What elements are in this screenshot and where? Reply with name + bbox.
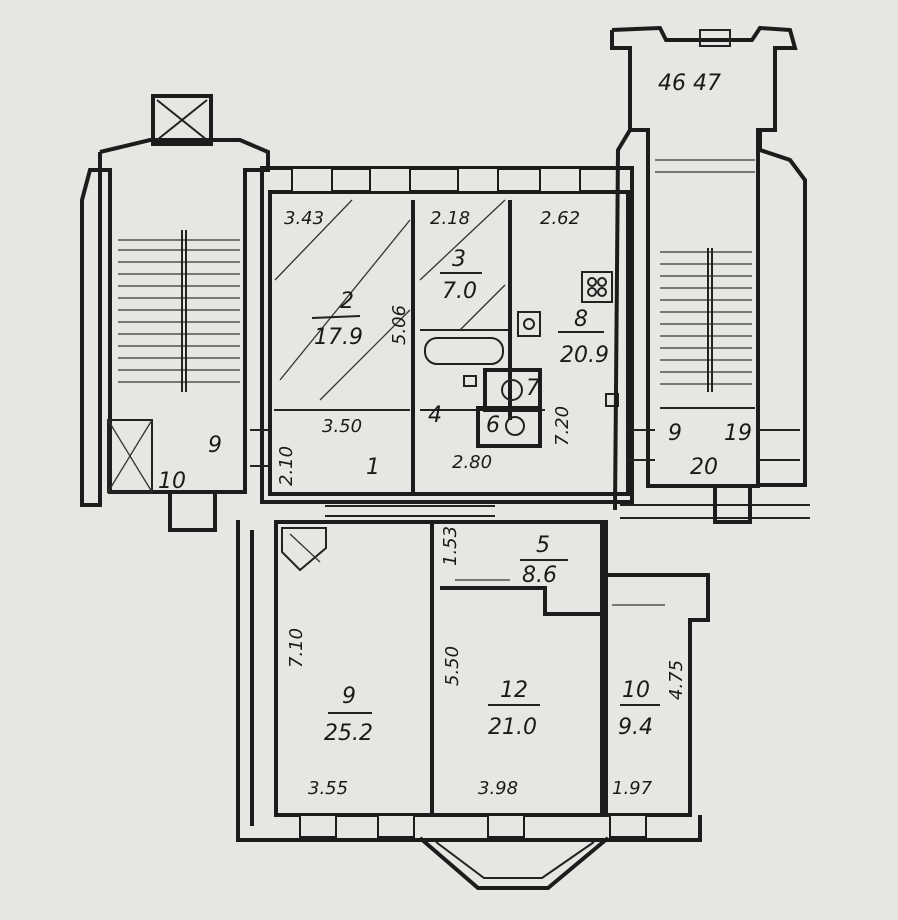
room-8-area: 20.9 — [560, 343, 609, 368]
dim-355: 3.55 — [308, 778, 348, 799]
room-6-number: 6 — [486, 413, 500, 438]
room-1-number: 1 — [366, 455, 380, 480]
right-stairwell — [610, 25, 807, 524]
dim-262: 2.62 — [540, 208, 580, 229]
dim-210: 2.10 — [276, 446, 297, 486]
room-9-number: 9 — [342, 684, 356, 709]
stair-right-top-numbers: 46 47 — [658, 71, 721, 96]
room-12-area: 21.0 — [488, 715, 537, 740]
dim-350: 3.50 — [322, 416, 362, 437]
stove-icon — [581, 271, 613, 303]
room-5-area: 8.6 — [522, 563, 557, 588]
upper-block — [250, 166, 634, 504]
room-3-area: 7.0 — [442, 279, 477, 304]
stair-steps-left — [118, 230, 240, 392]
dim-720: 7.20 — [552, 406, 573, 446]
dim-280: 2.80 — [452, 452, 492, 473]
room-5-number: 5 — [536, 533, 550, 558]
dim-506: 5.06 — [389, 305, 410, 345]
room-7-number: 7 — [526, 376, 540, 401]
dim-218: 2.18 — [430, 208, 470, 229]
lower-block — [236, 504, 810, 890]
room-10-number: 10 — [622, 678, 650, 703]
room-9-area: 25.2 — [324, 721, 373, 746]
dim-550: 5.50 — [442, 646, 463, 686]
room-4-number: 4 — [428, 403, 442, 428]
stair-right-number-b: 19 — [724, 421, 752, 446]
dim-398: 3.98 — [478, 778, 518, 799]
dim-153: 1.53 — [440, 526, 461, 566]
stair-steps-right — [655, 159, 755, 392]
stair-left-number-a: 9 — [208, 433, 222, 458]
stair-left-number-b: 10 — [158, 469, 186, 494]
sink-icon — [517, 311, 541, 337]
room-2-area: 17.9 — [314, 325, 363, 350]
room-8-number: 8 — [574, 307, 588, 332]
stair-right-number-c: 20 — [690, 455, 718, 480]
room-2-number: 2 — [340, 289, 354, 314]
left-stairwell — [80, 94, 270, 532]
room-3-number: 3 — [452, 247, 466, 272]
room-12-number: 12 — [500, 678, 528, 703]
room-10-area: 9.4 — [618, 715, 653, 740]
stair-right-number-a: 9 — [668, 421, 682, 446]
dim-197: 1.97 — [612, 778, 653, 799]
dim-475: 4.75 — [666, 660, 687, 700]
dim-710: 7.10 — [286, 628, 307, 668]
dim-343: 3.43 — [284, 208, 324, 229]
